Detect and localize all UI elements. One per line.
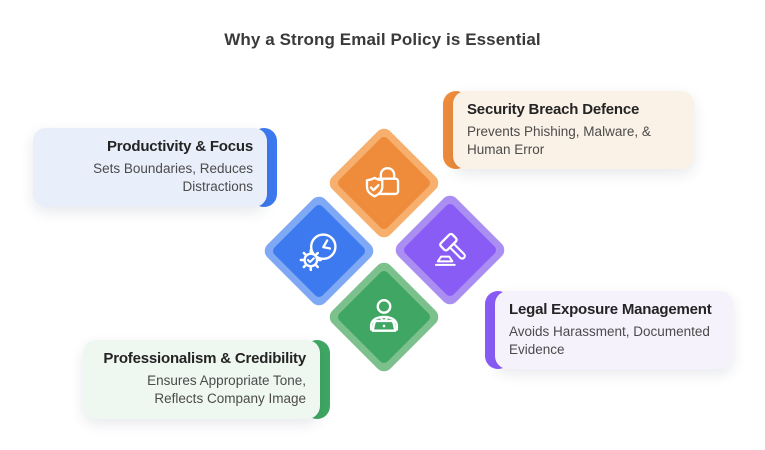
description-line: Human Error — [467, 141, 545, 157]
card-professionalism-body: Professionalism & Credibility Ensures Ap… — [83, 340, 320, 419]
card-title: Productivity & Focus — [106, 138, 253, 155]
description-line: Prevents Phishing, Malware, & — [467, 123, 651, 139]
diamond-security-inner — [335, 134, 433, 232]
gavel-icon — [425, 225, 475, 275]
card-description: Ensures Appropriate Tone, Reflects Compa… — [97, 372, 306, 408]
card-title: Security Breach Defence — [467, 101, 640, 118]
card-description: Avoids Harassment, Documented Evidence — [509, 323, 719, 359]
card-description: Prevents Phishing, Malware, & Human Erro… — [467, 123, 680, 159]
description-line: Sets Boundaries, Reduces — [93, 160, 253, 176]
card-productivity: Productivity & Focus Sets Boundaries, Re… — [33, 128, 277, 207]
card-description: Sets Boundaries, Reduces Distractions — [47, 160, 253, 196]
card-security-body: Security Breach Defence Prevents Phishin… — [453, 91, 694, 169]
diamond-legal-inner — [401, 201, 499, 299]
card-legal-body: Legal Exposure Management Avoids Harassm… — [495, 291, 733, 369]
diamond-professionalism — [326, 259, 442, 375]
description-line: Avoids Harassment, Documented — [509, 323, 710, 339]
description-line: Evidence — [509, 341, 565, 357]
description-line: Distractions — [182, 178, 253, 194]
card-security: Security Breach Defence Prevents Phishin… — [443, 91, 694, 169]
card-legal: Legal Exposure Management Avoids Harassm… — [485, 291, 733, 369]
description-line: Reflects Company Image — [154, 390, 306, 406]
card-professionalism: Professionalism & Credibility Ensures Ap… — [83, 340, 330, 419]
card-title: Legal Exposure Management — [509, 301, 712, 318]
shield-lock-icon — [359, 158, 409, 208]
diamond-security — [326, 125, 442, 241]
clock-gear-icon — [294, 226, 344, 276]
diamond-professionalism-inner — [335, 268, 433, 366]
diamond-productivity-inner — [270, 202, 368, 300]
description-line: Ensures Appropriate Tone, — [147, 372, 306, 388]
card-title: Professionalism & Credibility — [103, 350, 306, 367]
diamond-legal — [392, 192, 508, 308]
page-title: Why a Strong Email Policy is Essential — [224, 30, 541, 49]
card-productivity-body: Productivity & Focus Sets Boundaries, Re… — [33, 128, 267, 207]
person-laptop-icon — [359, 292, 409, 342]
diamond-productivity — [261, 193, 377, 309]
